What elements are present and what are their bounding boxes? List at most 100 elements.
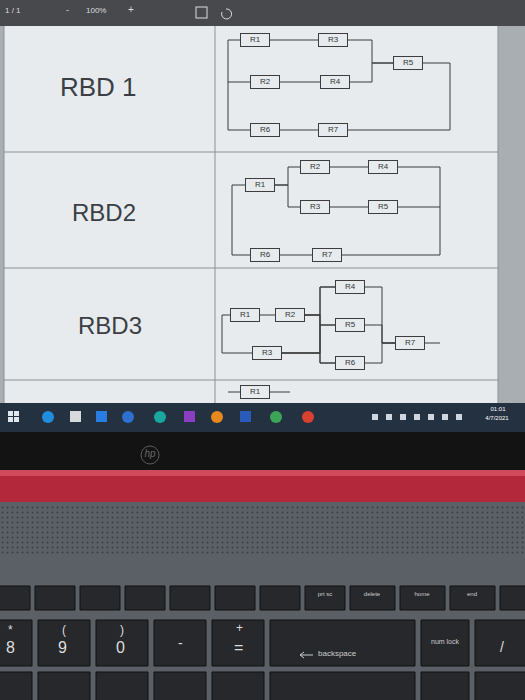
- block-label: R1: [250, 36, 260, 44]
- printed-label: /: [500, 640, 504, 655]
- block-box: R2: [250, 75, 280, 89]
- block-box: R2: [275, 308, 305, 322]
- series-connector: [365, 343, 395, 363]
- series-connector: [280, 255, 312, 256]
- block-box: R5: [335, 318, 365, 332]
- printed-label: num lock: [431, 638, 459, 645]
- block-label: R6: [345, 359, 355, 367]
- block-box: R7: [318, 123, 348, 137]
- printed-label: =: [234, 640, 243, 657]
- printed-label: backspace: [318, 650, 356, 658]
- document-page: [4, 26, 498, 403]
- block-label: R6: [260, 126, 270, 134]
- function-keys: [0, 586, 525, 610]
- series-connector: [330, 167, 368, 168]
- series-connector: [282, 353, 335, 363]
- block-label: R7: [328, 126, 338, 134]
- taskbar: [0, 403, 525, 432]
- app-icon: [184, 411, 195, 422]
- printed-label: prt sc: [318, 591, 333, 597]
- block-box: R1: [240, 33, 270, 47]
- backspace-arrow: [300, 652, 313, 658]
- tray-icons: [372, 414, 462, 420]
- series-connector: [280, 130, 318, 131]
- printed-label: end: [467, 591, 477, 597]
- block-box: R6: [250, 123, 280, 137]
- block-label: R2: [285, 311, 295, 319]
- block-box: R1: [245, 178, 275, 192]
- printed-label: 0: [116, 640, 125, 657]
- printed-label: (: [62, 624, 66, 637]
- printed-label: delete: [364, 591, 380, 597]
- block-label: R3: [262, 349, 272, 357]
- dropbox-icon: [96, 411, 107, 422]
- printed-label: +: [128, 5, 134, 16]
- block-box: R5: [368, 200, 398, 214]
- series-connector: [282, 325, 335, 353]
- block-label: R1: [240, 311, 250, 319]
- screen-margin: [0, 26, 525, 403]
- block-box: R2: [300, 160, 330, 174]
- rbd-rail: [228, 40, 450, 130]
- rbd-rail: [232, 167, 440, 255]
- block-label: R4: [378, 163, 388, 171]
- printed-label: +: [236, 622, 243, 635]
- block-label: R4: [330, 78, 340, 86]
- rotate-icon: [222, 9, 232, 19]
- block-box: R6: [335, 356, 365, 370]
- browser-icon: [42, 411, 54, 423]
- start-icon: [8, 411, 19, 422]
- printed-label: 9: [58, 640, 67, 657]
- speaker-grille: [0, 506, 525, 556]
- series-connector: [270, 40, 318, 41]
- app-icon: [154, 411, 166, 423]
- printed-label: 4/7/2021: [485, 415, 508, 421]
- printed-label: -: [66, 6, 69, 15]
- block-label: R6: [260, 251, 270, 259]
- block-box: R3: [300, 200, 330, 214]
- block-label: R7: [405, 339, 415, 347]
- app-icon: [270, 411, 282, 423]
- screen-bezel: [0, 432, 525, 472]
- series-connector: [260, 315, 275, 316]
- printed-label: 100%: [86, 7, 106, 15]
- block-label: R5: [378, 203, 388, 211]
- printed-label: 1 / 1: [5, 7, 21, 15]
- printed-label: *: [8, 624, 13, 637]
- viewer-toolbar: [0, 0, 525, 26]
- series-connector: [275, 167, 300, 185]
- block-label: R3: [328, 36, 338, 44]
- block-label: R7: [322, 251, 332, 259]
- app-icon: [211, 411, 223, 423]
- block-label: R1: [255, 181, 265, 189]
- block-box: R3: [318, 33, 348, 47]
- block-box: R7: [395, 336, 425, 350]
- printed-label: -: [178, 636, 183, 651]
- store-icon: [70, 411, 81, 422]
- table-grid: [4, 26, 498, 403]
- block-label: R3: [310, 203, 320, 211]
- block-box: R6: [250, 248, 280, 262]
- block-label: R4: [345, 283, 355, 291]
- block-label: R2: [310, 163, 320, 171]
- fit-page-icon: [196, 7, 207, 18]
- printed-label: home: [414, 591, 429, 597]
- series-connector: [280, 82, 320, 83]
- logo-ring: [141, 446, 159, 464]
- block-label: R1: [250, 388, 260, 396]
- number-keys: [0, 620, 525, 666]
- block-box: R3: [252, 346, 282, 360]
- series-connector: [365, 325, 395, 343]
- block-label: R2: [260, 78, 270, 86]
- block-label: R5: [345, 321, 355, 329]
- block-box: R7: [312, 248, 342, 262]
- printed-label: RBD2: [72, 200, 136, 225]
- block-box: R1: [240, 385, 270, 399]
- block-label: R5: [403, 59, 413, 67]
- block-box: R5: [393, 56, 423, 70]
- series-connector: [330, 207, 368, 208]
- block-box: R4: [320, 75, 350, 89]
- lid-band: [0, 470, 525, 502]
- app-icon: [302, 411, 314, 423]
